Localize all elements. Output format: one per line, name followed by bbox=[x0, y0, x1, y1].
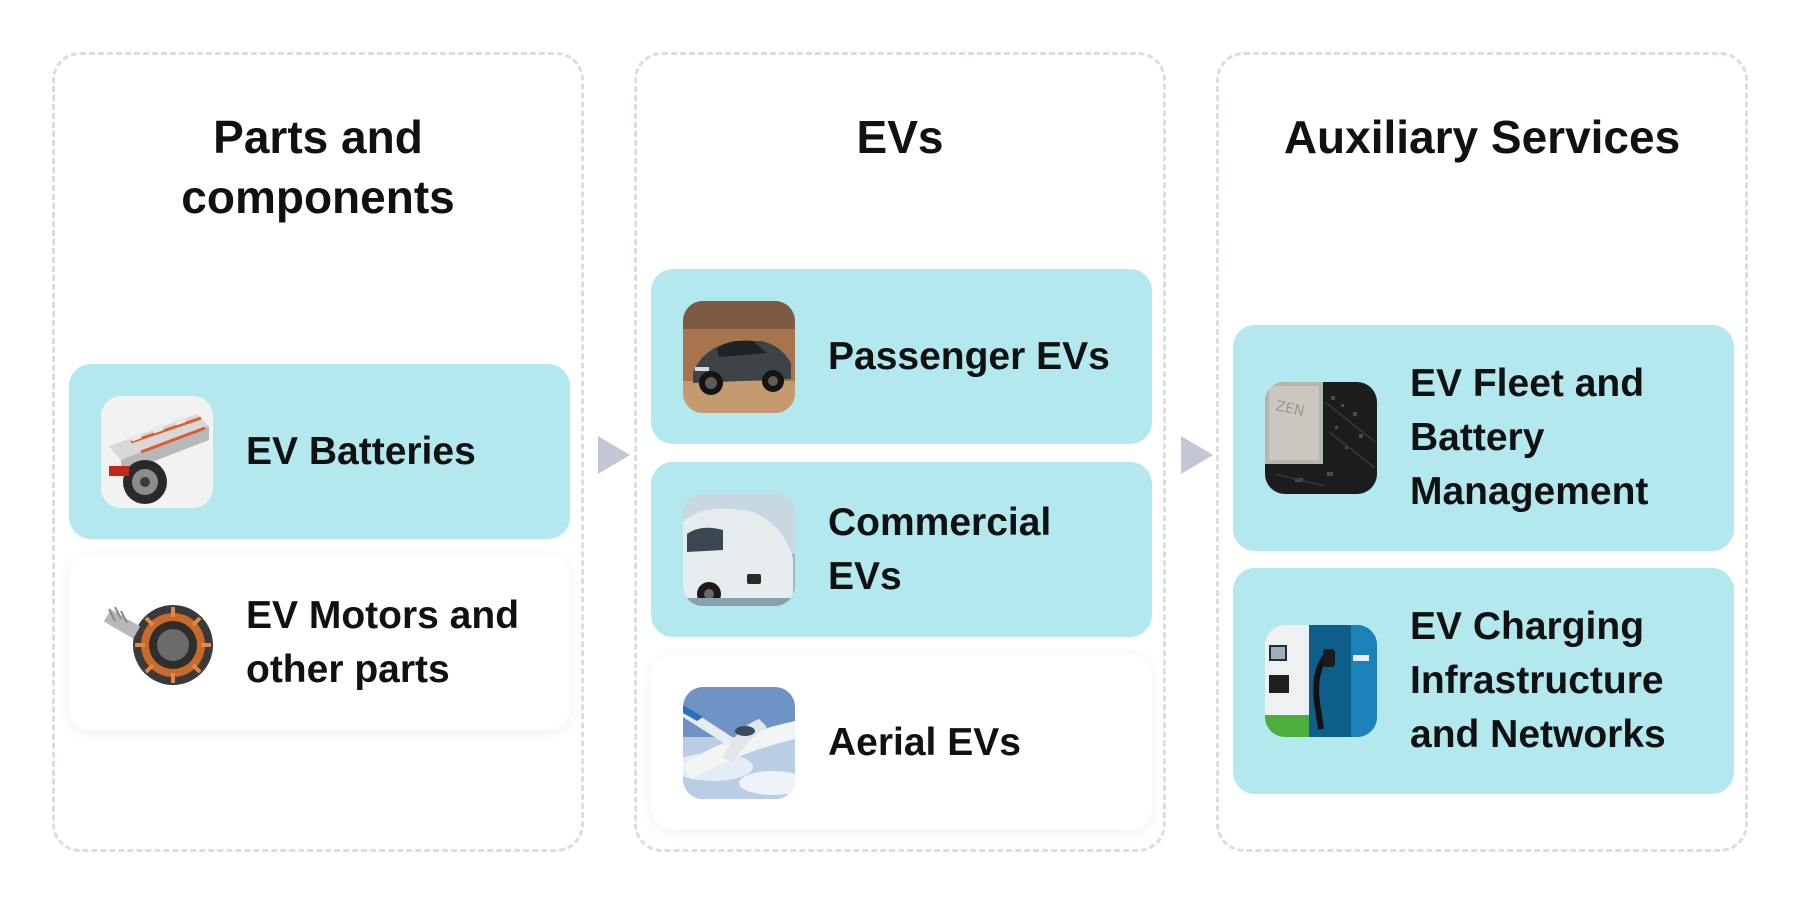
column-auxiliary-services: Auxiliary Services ZEN bbox=[1216, 52, 1748, 852]
card-passenger-evs: Passenger EVs bbox=[651, 269, 1152, 444]
flow-arrow-icon bbox=[598, 436, 630, 474]
card-label: Commercial EVs bbox=[828, 500, 1052, 598]
card-ev-fleet-and-battery-management: ZEN bbox=[1233, 325, 1734, 551]
circuit-board-icon: ZEN bbox=[1265, 382, 1377, 494]
card-label: Aerial EVs bbox=[828, 720, 1021, 764]
electric-aircraft-icon bbox=[683, 686, 795, 799]
card-ev-charging-infrastructure: EV Charging Infrastructure and Networks bbox=[1233, 568, 1734, 794]
card-label: EV Motors and other parts bbox=[246, 593, 520, 691]
card-label: EV Fleet and Battery Management bbox=[1410, 362, 1649, 513]
battery-pack-icon bbox=[101, 395, 213, 508]
card-ev-motors-and-other-parts: EV Motors and other parts bbox=[69, 555, 570, 730]
electric-truck-icon bbox=[683, 493, 795, 606]
column-parts-and-components: Parts and components EV bbox=[52, 52, 584, 852]
column-title: Parts and components bbox=[181, 111, 455, 223]
card-ev-batteries: EV Batteries bbox=[69, 364, 570, 539]
card-label: EV Batteries bbox=[246, 429, 476, 473]
charging-station-icon bbox=[1265, 625, 1377, 737]
electric-motor-icon bbox=[101, 586, 213, 699]
column-evs: EVs Passenger EVs bbox=[634, 52, 1166, 852]
card-commercial-evs: Commercial EVs bbox=[651, 462, 1152, 637]
column-title: EVs bbox=[856, 111, 944, 163]
card-aerial-evs: Aerial EVs bbox=[651, 655, 1152, 830]
column-title: Auxiliary Services bbox=[1283, 111, 1681, 163]
flow-arrow-icon bbox=[1181, 436, 1213, 474]
svg-text:ZEN: ZEN bbox=[1274, 398, 1306, 420]
passenger-car-icon bbox=[683, 300, 795, 413]
card-label: EV Charging Infrastructure and Networks bbox=[1410, 605, 1666, 756]
card-label: Passenger EVs bbox=[828, 334, 1110, 378]
